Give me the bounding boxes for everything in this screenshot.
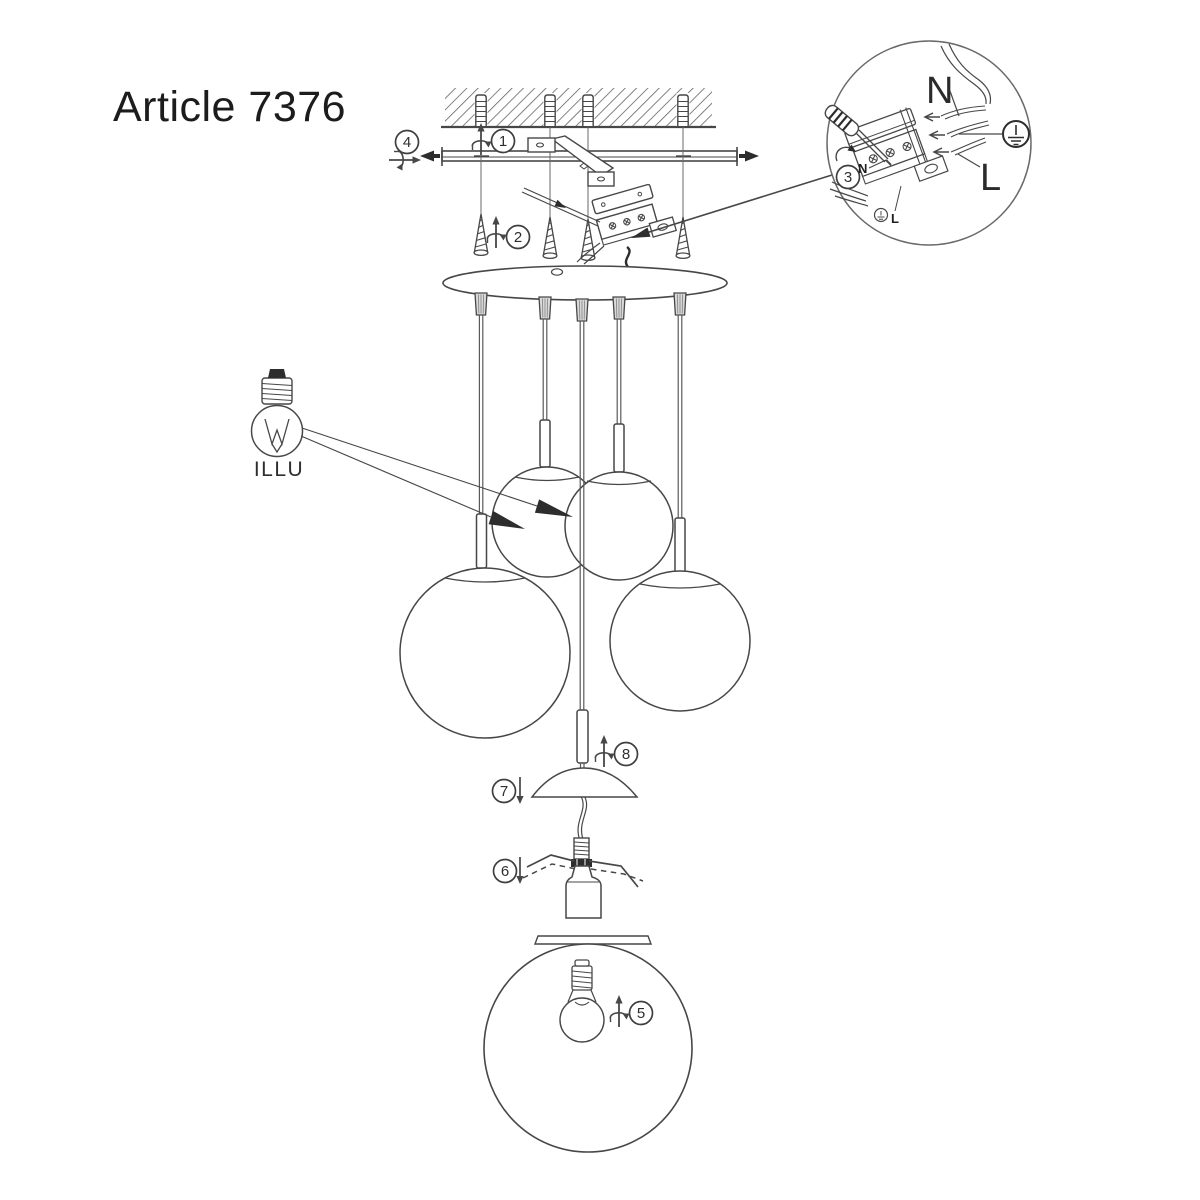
cord-grip [474, 292, 488, 316]
lamp-socket [565, 865, 602, 919]
inset-circle [826, 40, 1032, 246]
terminal-block-detail [844, 107, 949, 185]
insert-down-arrow-icon [515, 776, 525, 805]
neutral-label: N [926, 70, 953, 112]
cord-grip [612, 296, 626, 320]
screw-icon [542, 216, 558, 260]
step-2: 2 [486, 215, 531, 250]
canopy [442, 265, 728, 322]
inset-wires [829, 181, 869, 207]
cord-stem [613, 423, 625, 473]
live-label: L [980, 157, 1001, 199]
cord-stem [475, 513, 488, 569]
sphere-collar [533, 935, 653, 945]
central-cord [579, 321, 585, 710]
canopy-hole [550, 268, 564, 276]
cord-grip [538, 296, 552, 320]
cable-arrow-icon [554, 199, 566, 208]
inset-pointer-arrow [631, 174, 833, 238]
bulb-legend: ILLU [250, 369, 573, 529]
page-title: Article 7376 [113, 83, 346, 131]
lock-nut [571, 859, 592, 867]
turn-screw-icon [594, 734, 616, 768]
step-1-number: 1 [499, 133, 507, 150]
screw-icon [580, 218, 596, 262]
mains-cable [940, 43, 992, 105]
glass-sphere-large-left [399, 567, 571, 739]
bulb-in-sphere [559, 959, 605, 1043]
cord-curve [577, 796, 588, 840]
dome-cover [530, 767, 639, 798]
bulb-filament [264, 418, 290, 454]
step-2-number: 2 [514, 229, 522, 246]
wall-plug-icon [473, 92, 489, 127]
wall-plug-icon [675, 92, 691, 127]
spring-clips [522, 854, 644, 888]
conductor-wires [940, 105, 990, 156]
cord-stem-lower [576, 709, 589, 764]
glass-sphere-mid-right [564, 471, 674, 581]
slide-left-arrow-icon [420, 150, 440, 162]
step-3-number: 3 [844, 169, 852, 186]
glass-spheres-cluster [399, 466, 751, 739]
terminal-neutral-label: N [858, 161, 867, 176]
terminal-wires [576, 242, 605, 265]
cord-stem [539, 419, 551, 468]
turn-screw-icon [388, 150, 422, 172]
threaded-nipple [573, 837, 590, 860]
bulb-pointer-arrow-icon [534, 499, 573, 517]
earth-symbol-icon [959, 120, 1030, 148]
step-4: 4 [388, 129, 422, 172]
insert-down-arrow-icon [515, 856, 525, 885]
terminal-live-label: L [891, 211, 899, 226]
step-6-number: 6 [501, 863, 509, 880]
bulb-contact-tip [268, 369, 286, 378]
cord-stems [475, 419, 686, 573]
ceiling-section [441, 88, 716, 129]
glass-sphere-bottom [483, 943, 693, 1153]
slide-right-arrow-icon [739, 150, 759, 162]
z-bracket [527, 135, 615, 187]
bulb-label: ILLU [254, 458, 304, 481]
screwdriver-icon [824, 104, 892, 166]
step-8-number: 8 [622, 746, 630, 763]
ceiling-hatch [445, 88, 712, 127]
supply-cable [521, 191, 599, 227]
wall-plug-icon [580, 92, 596, 127]
screw-icon [473, 213, 489, 257]
wall-plug-icon [542, 92, 558, 127]
cord-grip [575, 298, 589, 322]
rotate-arrow-icon [847, 144, 856, 152]
cord-grip [673, 292, 687, 316]
step-5-number: 5 [637, 1005, 645, 1022]
bulb-pointer-arrow-icon [488, 510, 525, 529]
step-7-number: 7 [500, 783, 508, 800]
step-1: 1 [471, 122, 516, 156]
mains-wire [624, 246, 631, 268]
turn-screw-icon [486, 215, 508, 249]
cord-stem [674, 517, 686, 573]
terminal-earth-icon [873, 207, 889, 223]
glass-sphere-low-right [609, 570, 751, 712]
wiring-inset: N L [824, 40, 1032, 246]
wire-direction-arrows [923, 112, 949, 157]
lower-assembly: 8 7 6 [483, 709, 693, 1153]
step-4-number: 4 [403, 134, 411, 151]
